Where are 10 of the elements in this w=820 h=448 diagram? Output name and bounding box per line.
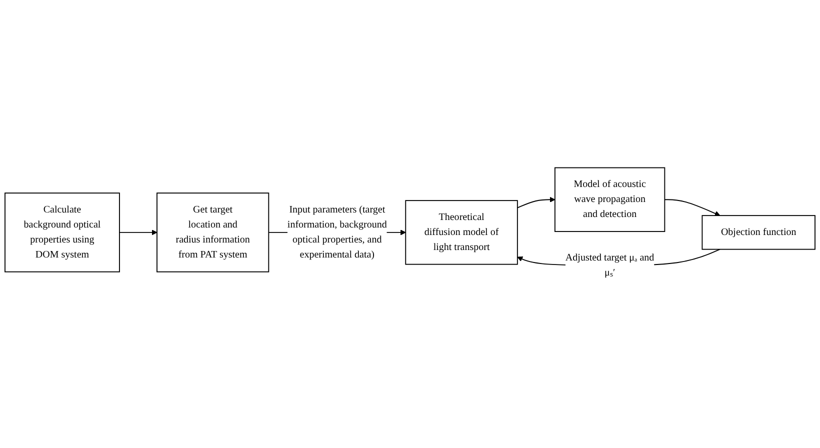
arrow [516,196,556,208]
node-box: Theoretical diffusion model of light transport [405,200,518,265]
edge-label: Adjusted target μₐ and μₛ′ [565,252,654,278]
arrow [664,199,720,216]
node-box: Model of acoustic wave propagation and detection [554,167,666,232]
arrow [119,230,158,236]
node-box: Objection function [702,215,816,250]
node-box: Calculate background optical properties using DOM system [4,192,120,272]
node-box: Get target location and radius information from PAT system [156,192,270,272]
edge-label: Input parameters (target information, background optical properties, and experimental data) [287,204,387,260]
